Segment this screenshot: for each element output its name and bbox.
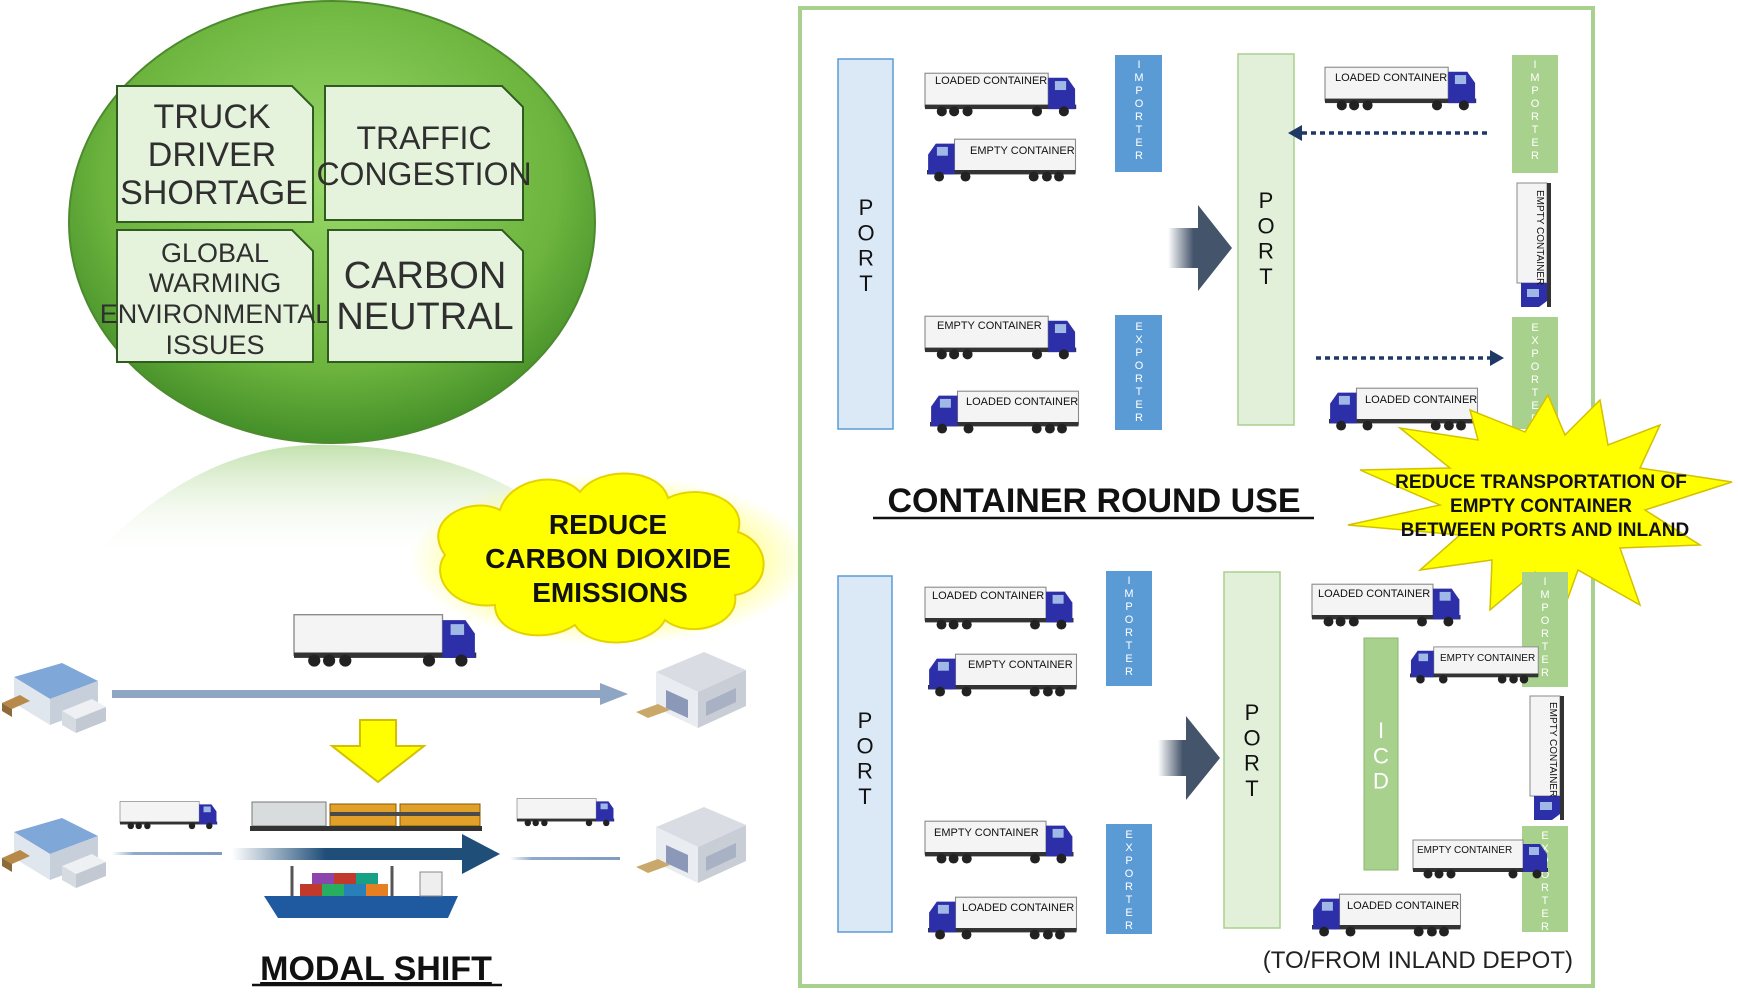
warehouse-icon-2 xyxy=(636,807,746,883)
label-loaded-1: LOADED CONTAINER xyxy=(935,75,1047,87)
issue-traffic-line2: CONGESTION xyxy=(316,156,531,192)
modal-shift-title: MODAL SHIFT xyxy=(260,950,492,988)
issue-global-line1: GLOBAL xyxy=(161,238,269,268)
icd-box xyxy=(1363,637,1399,871)
importer-box-top-left xyxy=(1115,55,1162,172)
label-loaded-3: LOADED CONTAINER xyxy=(1335,72,1447,84)
exporter-box-top-left xyxy=(1115,315,1162,430)
label-empty-4: EMPTY CONTAINER xyxy=(934,827,1039,839)
depot-note: (TO/FROM INLAND DEPOT) xyxy=(1263,947,1573,974)
cloud-line1: REDUCE xyxy=(549,509,667,540)
cargo-ship-icon xyxy=(264,866,458,918)
freight-train-icon xyxy=(250,801,482,831)
burst-line1: REDUCE TRANSPORTATION OF xyxy=(1395,472,1687,493)
label-loaded-2: LOADED CONTAINER xyxy=(966,396,1078,408)
label-loaded-4: LOADED CONTAINER xyxy=(1365,394,1477,406)
issue-global-line2: WARMING xyxy=(149,268,281,298)
port-box-top-left xyxy=(837,58,894,430)
cloud-line2: CARBON DIOXIDE xyxy=(485,543,731,574)
label-loaded-8: LOADED CONTAINER xyxy=(1347,900,1459,912)
label-empty-2: EMPTY CONTAINER xyxy=(937,320,1042,332)
factory-icon-2 xyxy=(2,818,106,888)
issue-carbon-line1: CARBON xyxy=(344,255,507,297)
last-leg-arrow-icon xyxy=(510,857,620,860)
warehouse-icon xyxy=(636,652,746,728)
factory-icon xyxy=(2,663,106,733)
cloud-line3: EMISSIONS xyxy=(532,577,688,608)
first-leg-arrow-icon xyxy=(112,852,222,855)
issue-card-truck-driver-shortage: TRUCK DRIVER SHORTAGE xyxy=(116,85,314,223)
issue-card-global-warming: GLOBAL WARMING ENVIRONMENTAL ISSUES xyxy=(100,229,331,363)
label-empty-3: EMPTY CONTAINER xyxy=(968,659,1073,671)
issue-card-carbon-neutral: CARBON NEUTRAL xyxy=(327,229,524,363)
round-use-title: CONTAINER ROUND USE xyxy=(887,482,1300,520)
issue-global-line3: ENVIRONMENTAL xyxy=(100,299,331,329)
bottom-transition-arrow-icon xyxy=(1158,716,1220,800)
issue-truck-line2: DRIVER xyxy=(148,136,276,174)
issue-traffic-line1: TRAFFIC xyxy=(356,120,491,156)
dotted-arrowhead-right-icon xyxy=(1490,350,1504,366)
pickup-truck-icon xyxy=(119,801,218,830)
port-box-bottom-left xyxy=(837,575,893,933)
burst-line3: BETWEEN PORTS AND INLAND xyxy=(1401,520,1690,541)
port-box-bottom-right xyxy=(1223,571,1281,929)
road-arrow-icon xyxy=(112,683,628,705)
reduce-co2-cloud: REDUCE CARBON DIOXIDE EMISSIONS xyxy=(410,472,810,645)
dotted-arrowhead-left-icon xyxy=(1288,125,1302,141)
issue-carbon-line2: NEUTRAL xyxy=(336,296,513,338)
reduce-empty-burst: REDUCE TRANSPORTATION OF EMPTY CONTAINER… xyxy=(1347,393,1733,622)
label-loaded-7: LOADED CONTAINER xyxy=(1318,588,1430,600)
exporter-box-bottom-left xyxy=(1106,824,1152,934)
issue-global-line4: ISSUES xyxy=(165,330,264,360)
label-empty-6: EMPTY CONTAINER xyxy=(1417,845,1512,856)
label-loaded-5: LOADED CONTAINER xyxy=(932,590,1044,602)
issue-truck-line3: SHORTAGE xyxy=(120,174,308,212)
label-empty-5: EMPTY CONTAINER xyxy=(1440,653,1535,664)
main-leg-arrow-icon xyxy=(232,834,500,874)
port-box-top-right xyxy=(1237,53,1295,426)
truck-icon xyxy=(293,614,477,668)
issue-card-traffic-congestion: TRAFFIC CONGESTION xyxy=(316,85,532,221)
issue-truck-line1: TRUCK xyxy=(153,98,270,136)
label-loaded-6: LOADED CONTAINER xyxy=(962,902,1074,914)
importer-box-top-right xyxy=(1512,55,1558,173)
delivery-truck-icon xyxy=(516,798,615,827)
burst-line2: EMPTY CONTAINER xyxy=(1450,496,1632,517)
label-empty-vertical-2: EMPTY CONTAINER xyxy=(1547,702,1558,797)
label-empty-vertical-1: EMPTY CONTAINER xyxy=(1534,190,1545,285)
top-transition-arrow-icon xyxy=(1168,205,1232,291)
shift-down-arrow-icon xyxy=(329,719,427,784)
exporter-box-bottom-right xyxy=(1522,826,1568,932)
label-empty-1: EMPTY CONTAINER xyxy=(970,145,1075,157)
importer-box-bottom-left xyxy=(1106,571,1152,686)
